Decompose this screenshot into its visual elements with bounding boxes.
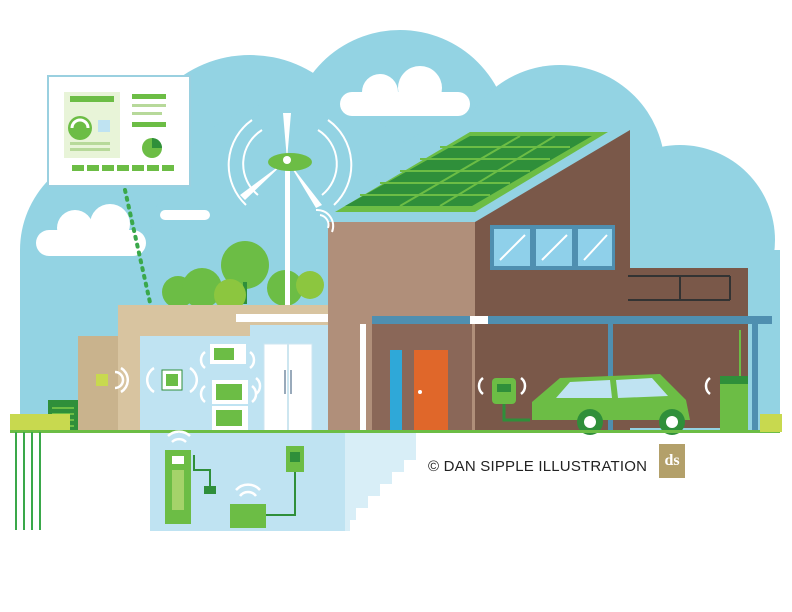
copyright-credit: © DAN SIPPLE ILLUSTRATION [428,458,648,475]
cloud-icon [36,66,470,256]
refrigerator-icon [263,343,313,433]
home-battery-icon [720,330,748,430]
wall-outlet-icon [96,374,108,386]
front-entry [360,324,472,432]
wind-turbine-icon [227,113,353,310]
energy-dashboard-icon [47,75,191,187]
charger-icon [492,378,530,422]
electric-panel-icon [262,446,304,516]
ds-logo: ds [659,444,685,478]
microwave-icon [210,344,246,364]
water-heater-icon [165,450,191,524]
ground [10,414,782,530]
staircase-icon [350,460,416,531]
thermostat-icon [161,369,183,391]
electric-car-icon [532,374,690,435]
oven-icon [212,380,248,430]
ds-logo-text: ds [664,452,680,469]
basement [150,430,416,531]
solar-panel-icon [315,132,608,233]
